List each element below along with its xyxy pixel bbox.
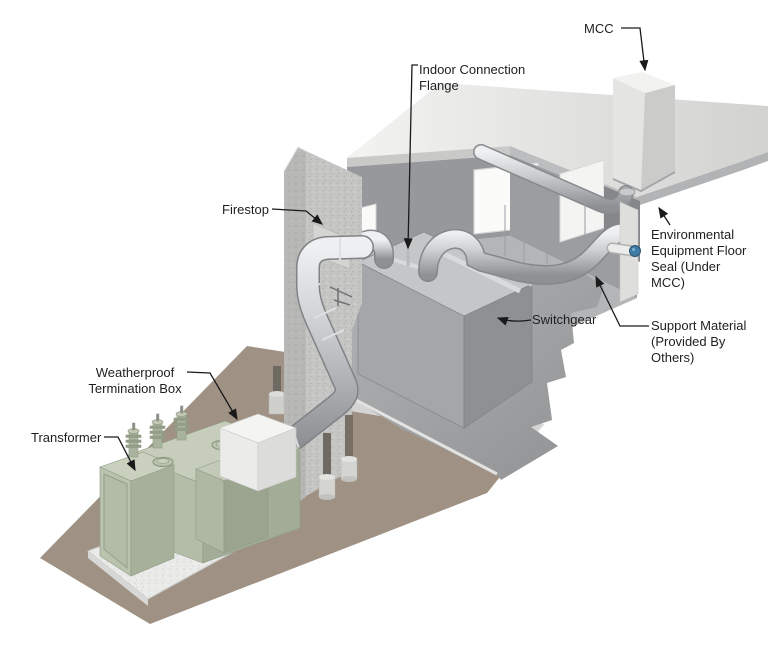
leader-transformer [104, 436, 136, 472]
seal-blue-cap [629, 245, 641, 257]
ceiling-bus-duct-run [473, 144, 636, 215]
leader-switchgear [496, 316, 532, 326]
leader-environmental-floor-seal [658, 206, 671, 226]
leader-mcc [621, 27, 649, 72]
floor-seal-fitting [618, 187, 636, 197]
leader-lines [104, 27, 671, 472]
leader-firestop [271, 208, 324, 225]
wall-bracket [329, 286, 353, 306]
bushing [173, 405, 190, 441]
mcc-column [612, 72, 676, 193]
upper-slab-edge-band-right [637, 152, 768, 206]
leader-support-material [595, 275, 649, 327]
transformer-bushings [125, 405, 190, 458]
foundation-base-highlight [351, 396, 498, 476]
sealed-conduit-stub [606, 242, 641, 257]
bushing [149, 413, 166, 449]
leader-indoor-connection-flange [403, 64, 418, 250]
bushing [125, 422, 142, 458]
transformer-left-cabinet [99, 451, 175, 577]
cabinet-door [103, 473, 128, 570]
support-hanger-rods [504, 200, 586, 264]
leader-weatherproof-termination-box [186, 371, 238, 421]
upper-slab-edge-band-left [347, 146, 510, 167]
switchgear-box [357, 231, 533, 429]
weatherproof-termination-box [219, 413, 297, 492]
back-wall-left [347, 155, 510, 252]
